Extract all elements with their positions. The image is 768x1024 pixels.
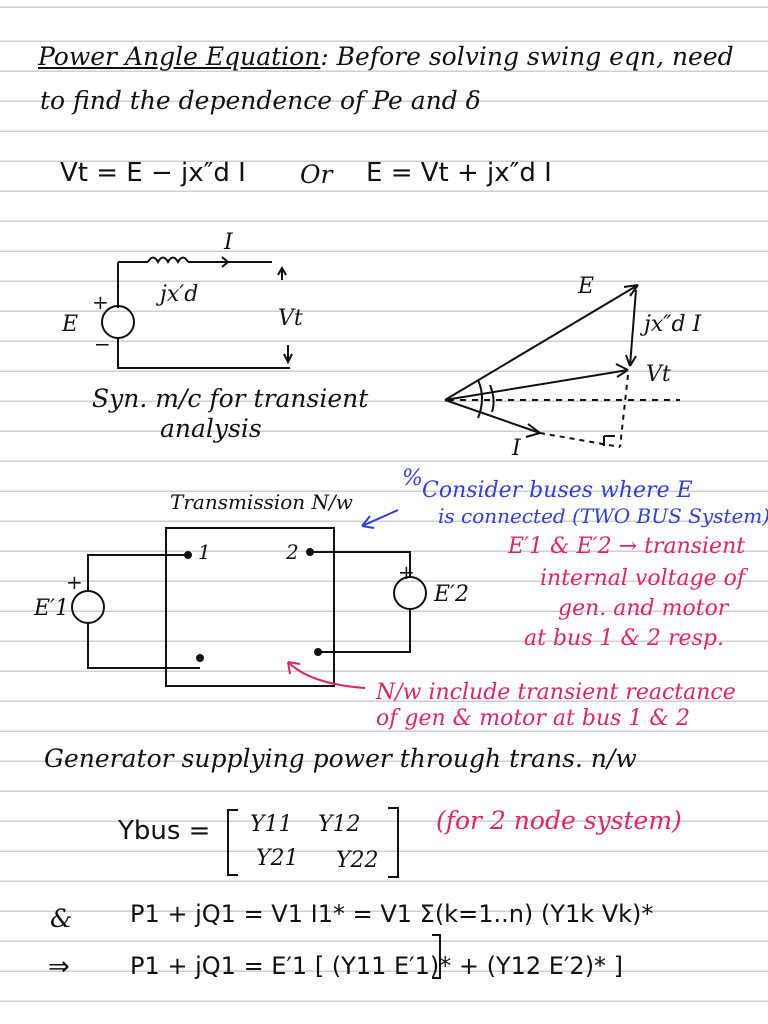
source-e1-symbol bbox=[71, 590, 105, 624]
node-dot bbox=[184, 551, 192, 559]
wire bbox=[87, 554, 188, 590]
angle-arc bbox=[489, 384, 495, 413]
inductor-coil bbox=[147, 256, 189, 265]
pink-note-line-3: gen. and motor bbox=[558, 596, 729, 621]
ybus-note: (for 2 node system) bbox=[436, 806, 682, 835]
wire bbox=[310, 551, 411, 577]
angle-arc bbox=[477, 379, 483, 419]
phasor-drop-label: jx″d I bbox=[644, 312, 702, 337]
e-arrowhead bbox=[623, 284, 639, 297]
closing-bracket bbox=[432, 934, 441, 979]
pink-pointer-arrow bbox=[287, 661, 366, 689]
ybus-label: Ybus = bbox=[118, 816, 211, 846]
e-phasor bbox=[444, 284, 639, 401]
matrix-bracket-left bbox=[227, 809, 238, 876]
caption-line-1: Syn. m/c for transient bbox=[92, 384, 369, 413]
network-title: Transmission N/w bbox=[170, 490, 353, 514]
vt-arrow-up bbox=[277, 265, 287, 280]
wire bbox=[318, 609, 411, 653]
node-2-label: 2 bbox=[286, 540, 299, 564]
generator-line: Generator supplying power through trans.… bbox=[44, 744, 637, 773]
drop-phasor bbox=[629, 289, 637, 367]
node-dot bbox=[314, 648, 322, 656]
blue-pointer-arrow bbox=[361, 509, 399, 527]
phasor-i-label: I bbox=[512, 436, 521, 461]
e2-label: E′2 bbox=[434, 582, 470, 607]
source-label: E bbox=[62, 312, 79, 337]
node-dot bbox=[306, 548, 314, 556]
i-phasor bbox=[444, 399, 541, 434]
wire bbox=[117, 338, 290, 369]
plus-sign: + bbox=[92, 290, 109, 314]
blue-note-line-2: is connected (TWO BUS System) bbox=[438, 504, 768, 528]
blue-mark: % bbox=[402, 466, 423, 491]
minus-sign: − bbox=[94, 332, 111, 356]
e1-label: E′1 bbox=[34, 596, 70, 621]
e1-plus: + bbox=[66, 570, 83, 594]
heading-title: Power Angle Equation bbox=[38, 42, 321, 71]
phasor-vt-label: Vt bbox=[646, 362, 671, 387]
pink-network-note-1: N/w include transient reactance bbox=[376, 680, 736, 705]
or-word: Or bbox=[300, 160, 333, 189]
vt-equation: Vt = E − jx″d I bbox=[60, 158, 246, 188]
matrix-bracket-right bbox=[388, 807, 399, 878]
pink-arrowhead bbox=[287, 661, 301, 675]
e2-plus: + bbox=[398, 560, 415, 584]
heading-line-2: to find the dependence of Pe and δ bbox=[40, 86, 481, 115]
pink-note-line-2: internal voltage of bbox=[540, 566, 746, 591]
heading-rest: : Before solving swing eqn, need bbox=[320, 42, 734, 71]
drop-arrowhead bbox=[625, 354, 637, 367]
ybus-y21: Y21 bbox=[256, 846, 299, 871]
ybus-y22: Y22 bbox=[336, 848, 379, 873]
right-angle-mark bbox=[603, 435, 615, 446]
power-equation-2: P1 + jQ1 = E′1 [ (Y11 E′1)* + (Y12 E′2)*… bbox=[130, 952, 624, 980]
e-equation: E = Vt + jx″d I bbox=[366, 158, 552, 188]
vt-phasor bbox=[444, 369, 629, 401]
blue-note-line-1: Consider buses where E bbox=[422, 478, 693, 503]
projection-line bbox=[619, 374, 629, 448]
blue-arrowhead bbox=[361, 515, 375, 529]
pink-note-line-4: at bus 1 & 2 resp. bbox=[524, 626, 724, 651]
caption-line-2: analysis bbox=[160, 414, 262, 443]
pink-network-note-2: of gen & motor at bus 1 & 2 bbox=[376, 706, 690, 731]
node-dot bbox=[196, 654, 204, 662]
reactance-label: jx′d bbox=[160, 282, 199, 307]
current-arrow bbox=[210, 256, 230, 268]
node-1-label: 1 bbox=[198, 540, 211, 564]
pink-note-line-1: E′1 & E′2 → transient bbox=[508, 534, 746, 559]
transmission-network-box bbox=[165, 527, 335, 687]
projection-line bbox=[539, 432, 621, 448]
ampersand: & bbox=[50, 904, 73, 933]
i-arrowhead bbox=[525, 423, 541, 438]
ybus-y12: Y12 bbox=[318, 812, 361, 837]
phasor-e-label: E bbox=[578, 274, 595, 299]
wire bbox=[87, 623, 200, 669]
vt-arrowhead bbox=[615, 363, 629, 378]
vt-label: Vt bbox=[278, 306, 303, 331]
heading-line-1: Power Angle Equation: Before solving swi… bbox=[38, 42, 734, 71]
current-label: I bbox=[224, 230, 233, 255]
implies-arrow: ⇒ bbox=[48, 952, 70, 982]
ybus-y11: Y11 bbox=[250, 812, 293, 837]
power-equation-1: P1 + jQ1 = V1 I1* = V1 Σ(k=1..n) (Y1k Vk… bbox=[130, 900, 654, 928]
vt-arrow-down bbox=[283, 345, 293, 365]
